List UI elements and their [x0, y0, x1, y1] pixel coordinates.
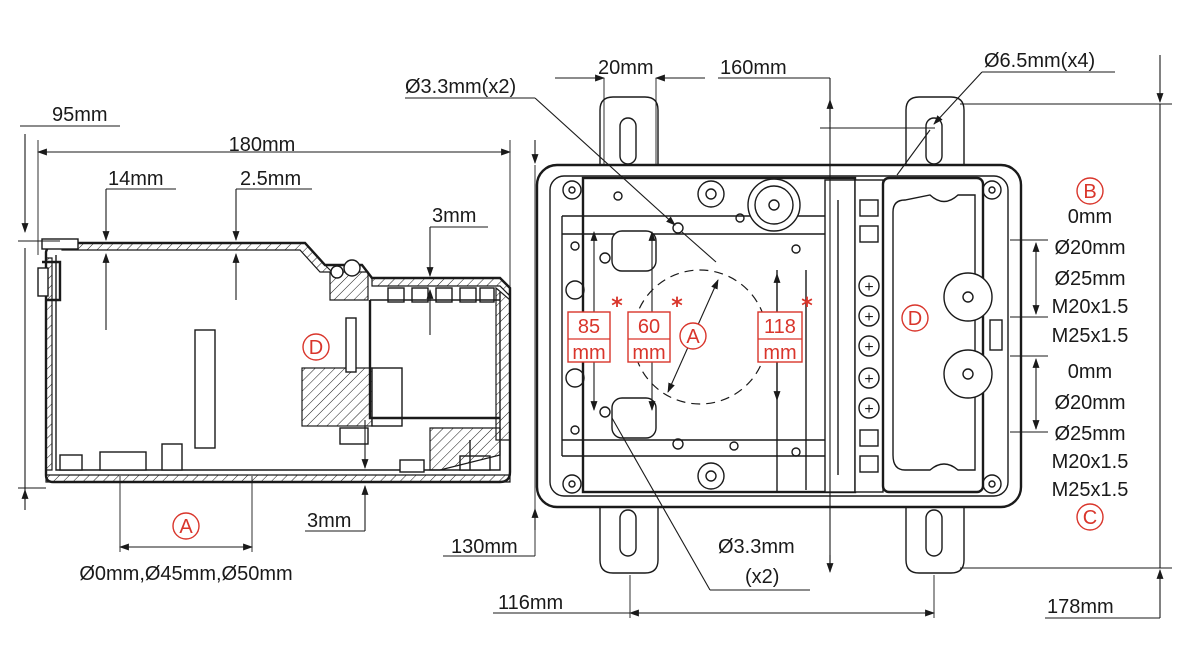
marker-d-side — [302, 333, 330, 361]
dim-hole-bottom-1: Ø3.3mm — [718, 536, 795, 558]
knockout-c — [943, 349, 993, 399]
box-118mm: 118 mm * — [757, 294, 813, 364]
marker-d-front — [901, 304, 929, 332]
svg-text:+: + — [864, 371, 873, 388]
svg-text:85: 85 — [578, 316, 600, 338]
side-terminal-block — [301, 367, 373, 427]
svg-text:+: + — [864, 401, 873, 418]
svg-text:mm: mm — [632, 342, 665, 364]
svg-text:Ø25mm: Ø25mm — [1054, 423, 1125, 445]
mount-hole-top — [672, 222, 684, 234]
mounting-tabs — [599, 96, 965, 574]
dim-180mm: 180mm — [229, 134, 296, 156]
svg-text:C: C — [1083, 507, 1097, 529]
dim-20mm: 20mm — [598, 57, 654, 79]
hinge-detail — [41, 238, 79, 250]
svg-text:Ø25mm: Ø25mm — [1054, 268, 1125, 290]
svg-text:A: A — [686, 326, 700, 348]
svg-text:A: A — [179, 516, 193, 538]
side-center-post — [194, 329, 216, 449]
knockout-b — [943, 272, 993, 322]
svg-text:0mm: 0mm — [1068, 206, 1112, 228]
dim-hole-bottom-2: (x2) — [745, 566, 779, 588]
svg-text:*: * — [611, 294, 623, 319]
dim-hole-top: Ø3.3mm(x2) — [405, 76, 516, 98]
terminals: + + + + + — [858, 199, 880, 473]
marker-a-front — [679, 322, 707, 350]
side-view: 180mm 95mm 14mm 2.5mm 3mm 3mm Ø0mm,Ø45mm… — [18, 104, 512, 585]
dim-160mm: 160mm — [720, 57, 787, 79]
svg-text:M25x1.5: M25x1.5 — [1052, 479, 1129, 501]
dim-178mm: 178mm — [1047, 596, 1114, 618]
dim-2-5mm: 2.5mm — [240, 168, 301, 190]
svg-text:+: + — [864, 339, 873, 356]
svg-text:Ø20mm: Ø20mm — [1054, 237, 1125, 259]
right-labels-top: 0mm Ø20mm Ø25mm M20x1.5 M25x1.5 — [1052, 206, 1129, 347]
mount-hole-bottom — [599, 406, 611, 418]
dim-knockouts: Ø0mm,Ø45mm,Ø50mm — [79, 563, 292, 585]
dim-3mm-bottom: 3mm — [307, 510, 351, 532]
box-85mm: 85 mm * — [567, 294, 623, 364]
marker-b — [1076, 177, 1104, 205]
marker-c — [1076, 503, 1104, 531]
marker-a-side — [172, 512, 200, 540]
svg-text:60: 60 — [638, 316, 660, 338]
svg-text:Ø20mm: Ø20mm — [1054, 392, 1125, 414]
svg-text:M25x1.5: M25x1.5 — [1052, 325, 1129, 347]
svg-text:+: + — [864, 279, 873, 296]
svg-text:*: * — [801, 294, 813, 319]
svg-text:B: B — [1083, 181, 1096, 203]
side-base-section — [45, 474, 511, 483]
dim-14mm: 14mm — [108, 168, 164, 190]
svg-text:M20x1.5: M20x1.5 — [1052, 296, 1129, 318]
svg-text:0mm: 0mm — [1068, 361, 1112, 383]
front-view: + + + + + 20mm 160mm Ø3.3mm(x2) Ø6.5mm(x… — [405, 50, 1172, 619]
svg-text:*: * — [671, 294, 683, 319]
box-60mm: 60 mm * — [627, 294, 683, 364]
svg-text:+: + — [864, 309, 873, 326]
dim-3mm-top: 3mm — [432, 205, 476, 227]
svg-text:mm: mm — [572, 342, 605, 364]
svg-text:118: 118 — [764, 316, 796, 338]
svg-text:mm: mm — [763, 342, 796, 364]
front-compartment-right — [881, 176, 985, 494]
svg-text:D: D — [309, 337, 323, 359]
dim-hole-mount: Ø6.5mm(x4) — [984, 50, 1095, 72]
right-labels-bottom: 0mm Ø20mm Ø25mm M20x1.5 M25x1.5 — [1052, 361, 1129, 501]
dim-130mm: 130mm — [451, 536, 518, 558]
front-boss-large — [747, 178, 801, 232]
dim-95mm: 95mm — [52, 104, 108, 126]
svg-text:M20x1.5: M20x1.5 — [1052, 451, 1129, 473]
svg-text:D: D — [908, 308, 922, 330]
dim-116mm: 116mm — [498, 592, 563, 614]
side-lid-section — [61, 242, 334, 273]
